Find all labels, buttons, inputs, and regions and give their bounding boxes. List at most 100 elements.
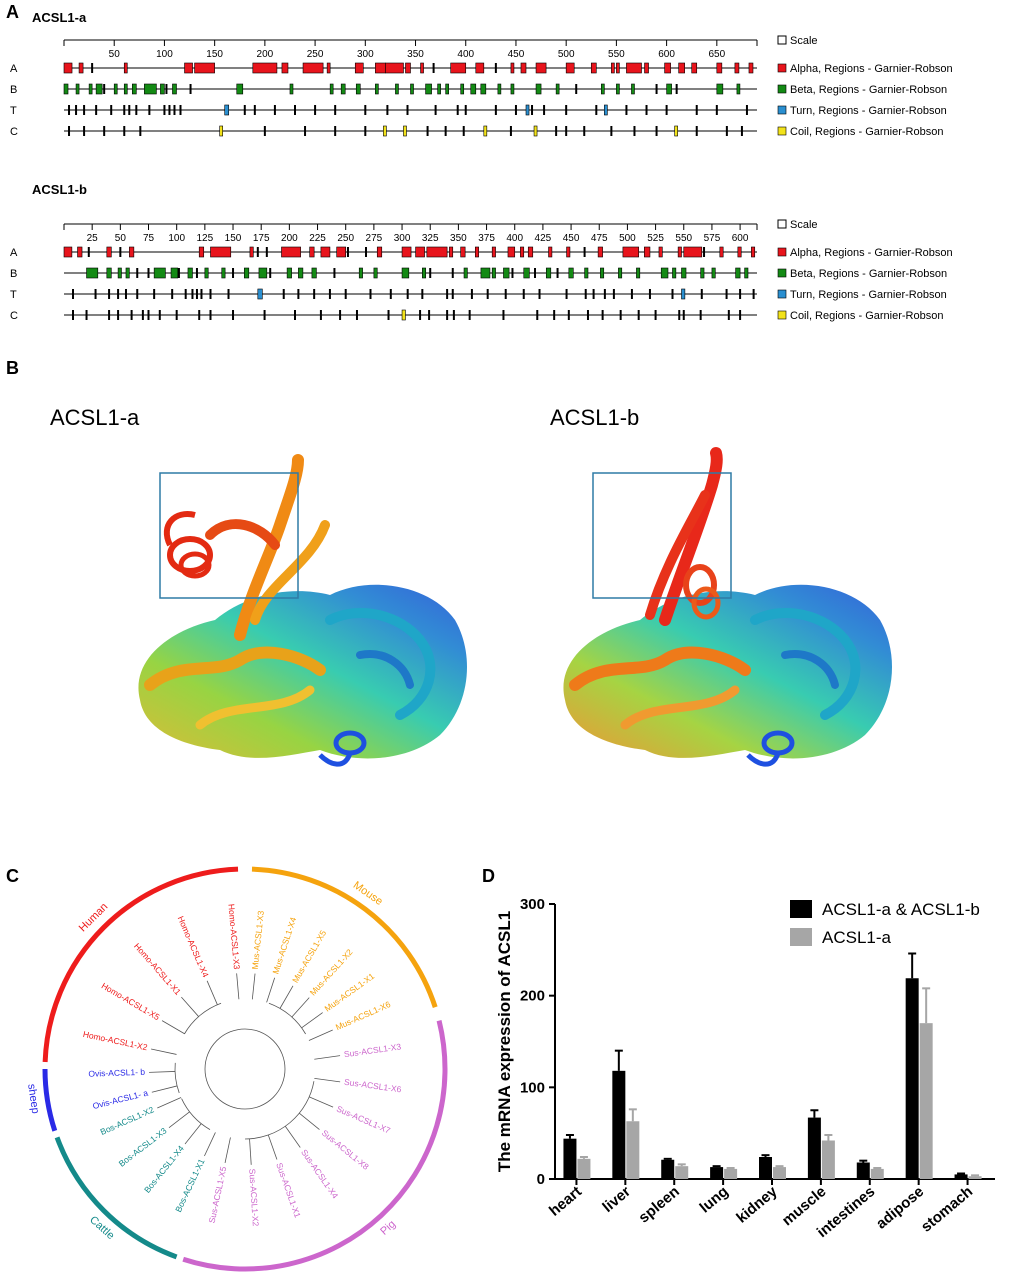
structure-region [219,125,223,137]
structure-region [491,267,496,279]
bar [919,1023,933,1179]
structure-region [194,62,215,74]
structure-region [711,267,716,279]
scale-tick-label: 650 [708,49,725,60]
scale-tick-label: 525 [647,233,664,244]
scale-tick-label: 150 [225,233,242,244]
structure-region [535,62,547,74]
row-label: B [10,84,17,96]
bar [759,1157,772,1179]
structure-region [664,62,671,74]
tree-branch [206,980,218,1005]
structure-region [631,83,635,95]
legend-swatch [777,63,787,73]
legend-swatch [790,900,812,918]
scale-tick-label: 250 [337,233,354,244]
structure-region [258,267,268,279]
bar [968,1176,982,1179]
structure-region [221,267,226,279]
structure-region [737,246,742,258]
structure-region [410,83,414,95]
clade-arc [54,1136,178,1260]
structure-region [545,267,552,279]
tree-leaf-label: Mus-ACSL1-X3 [250,910,266,970]
legend-label: ACSL1-a [822,928,892,947]
structure-region [566,246,571,258]
scale-tick-label: 175 [253,233,270,244]
x-tick-label: spleen [635,1183,682,1227]
structure-region [243,267,250,279]
structure-region [678,62,685,74]
structure-region [600,267,605,279]
panel-d-letter: D [482,866,495,886]
structure-region [660,267,669,279]
panel-c-letter: C [6,866,19,886]
bar [661,1159,675,1179]
tree-leaf-label: Sus-ACSL1-X4 [299,1147,341,1200]
y-axis-label: The mRNA expression of ACSL1 [495,911,514,1172]
scale-tick-label: 100 [168,233,185,244]
structure-region [257,288,263,300]
structure-region [281,62,289,74]
scale-tick-label: 150 [206,49,223,60]
tree-leaf-label: Homo-ACSL1-X2 [82,1029,149,1052]
structure-region [358,267,363,279]
structure-region [535,83,542,95]
tree-leaf-label: Sus-ACSL1-X8 [320,1128,371,1172]
structure-region [405,62,411,74]
structure-region [249,246,254,258]
structure-region [326,62,331,74]
structure-region [336,246,347,258]
scale-tick-label: 575 [704,233,721,244]
structure-region [636,267,641,279]
structure-region [644,62,649,74]
structure-region [286,267,292,279]
scale-tick-label: 125 [197,233,214,244]
bar [563,1138,577,1179]
tree-branch [309,1096,334,1108]
structure-region [503,267,510,279]
clade-label: Human [77,901,111,935]
bar [724,1168,738,1179]
structure-region [131,83,137,95]
structure-region [401,267,410,279]
panel-b-letter: B [6,358,19,378]
legend-swatch [777,268,787,278]
scale-tick-label: 600 [658,49,675,60]
tree-leaf-label: Homo-ACSL1-X4 [176,915,211,980]
structure-region [548,246,553,258]
row-label: C [10,126,18,138]
legend-label: ACSL1-a & ACSL1-b [822,900,980,919]
structure-region [113,83,118,95]
legend-label: Alpha, Regions - Garnier-Robson [790,63,953,75]
structure-region [187,267,193,279]
scale-tick-label: 75 [143,233,155,244]
legend-swatch [777,310,787,320]
structure-region [510,83,515,95]
scale-tick-label: 325 [422,233,439,244]
structure-region [422,267,427,279]
structure-region [252,62,278,74]
bar [905,978,919,1179]
scale-tick-label: 550 [608,49,625,60]
tree-leaf-label: Sus-ACSL1-X1 [274,1161,303,1219]
tree-branch [224,1137,231,1163]
tree-branch [244,1081,315,1140]
structure-region [210,246,232,258]
bar [773,1167,786,1179]
tree-leaf-label: Bos-ACSL1-X2 [99,1104,156,1137]
structure-region [340,83,346,95]
tree-branch [266,977,276,1003]
structure-region [644,246,651,258]
structure-region [106,267,112,279]
structure-region [63,62,73,74]
tree-branch [181,996,199,1017]
panel-a-letter: A [6,2,19,22]
structure-region [497,83,502,95]
structure-region [445,83,449,95]
structure-region [354,62,364,74]
tree-branch [314,1077,341,1083]
structure-region [751,246,756,258]
scale-tick-label: 400 [457,49,474,60]
